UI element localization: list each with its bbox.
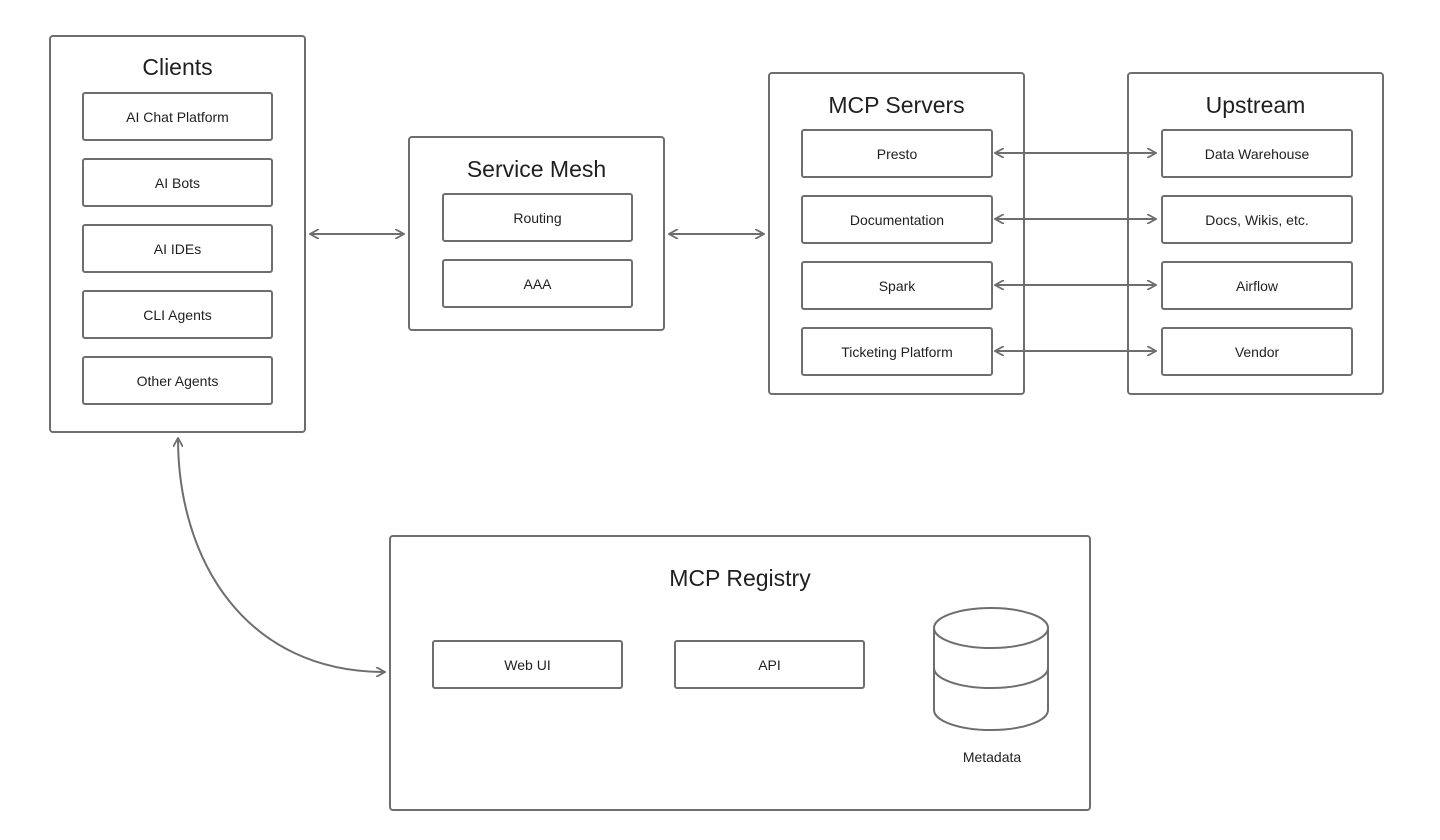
clients-group: Clients AI Chat Platform AI Bots AI IDEs… (49, 35, 306, 433)
upstream-group: Upstream Data Warehouse Docs, Wikis, etc… (1127, 72, 1384, 395)
clients-title: Clients (142, 54, 213, 80)
upstream-vendor: Vendor (1161, 327, 1353, 376)
client-ai-bots: AI Bots (82, 158, 273, 207)
upstream-data-warehouse: Data Warehouse (1161, 129, 1353, 178)
server-presto: Presto (801, 129, 993, 178)
arrow-clients-registry (178, 438, 385, 672)
upstream-docs-wikis: Docs, Wikis, etc. (1161, 195, 1353, 244)
client-cli-agents: CLI Agents (82, 290, 273, 339)
metadata-label: Metadata (962, 749, 1022, 765)
upstream-title: Upstream (1205, 92, 1306, 118)
registry-api: API (674, 640, 865, 689)
client-ai-ides: AI IDEs (82, 224, 273, 273)
client-ai-chat-platform: AI Chat Platform (82, 92, 273, 141)
mcp-servers-group: MCP Servers Presto Documentation Spark T… (768, 72, 1025, 395)
server-ticketing-platform: Ticketing Platform (801, 327, 993, 376)
server-spark: Spark (801, 261, 993, 310)
mcp-servers-title: MCP Servers (828, 92, 965, 118)
upstream-airflow: Airflow (1161, 261, 1353, 310)
mcp-registry-group: MCP Registry Web UI API Metadata (389, 535, 1091, 811)
server-documentation: Documentation (801, 195, 993, 244)
registry-web-ui: Web UI (432, 640, 623, 689)
service-mesh-routing: Routing (442, 193, 633, 242)
mcp-registry-title: MCP Registry (669, 565, 811, 591)
service-mesh-aaa: AAA (442, 259, 633, 308)
service-mesh-group: Service Mesh Routing AAA (408, 136, 665, 331)
client-other-agents: Other Agents (82, 356, 273, 405)
service-mesh-title: Service Mesh (466, 156, 607, 182)
